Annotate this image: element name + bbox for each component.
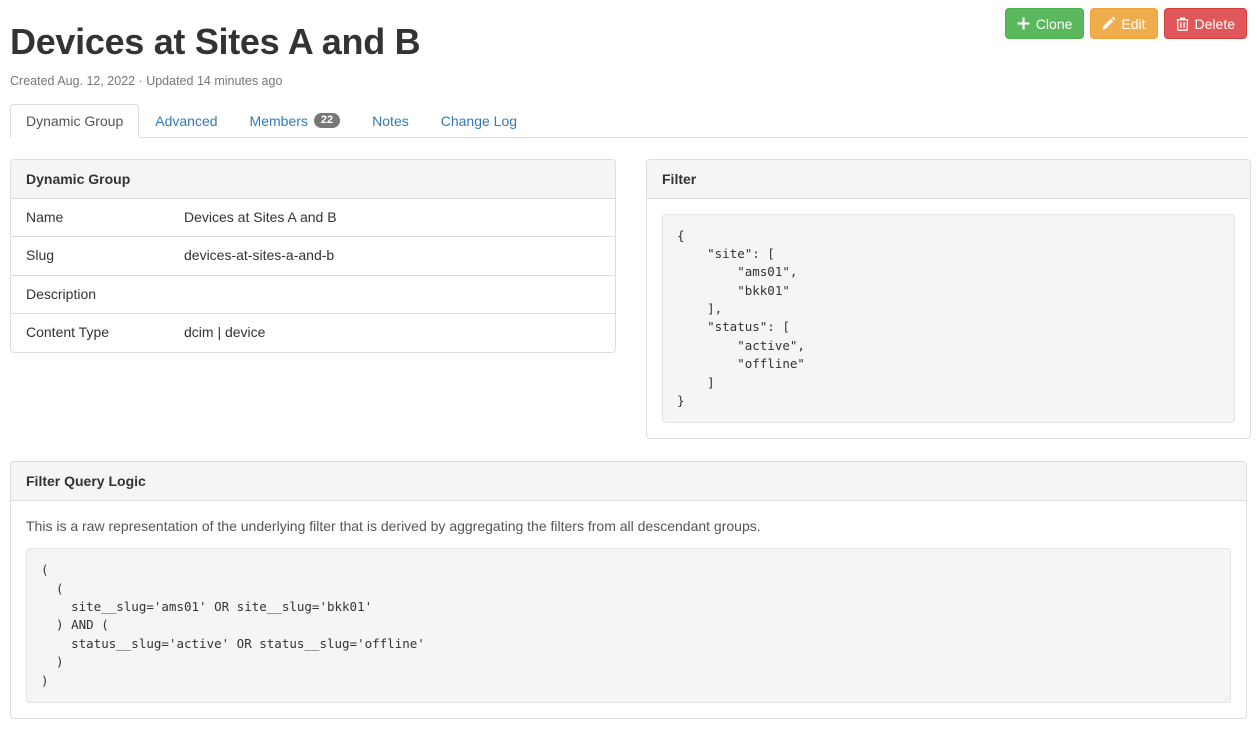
row-value-name: Devices at Sites A and B bbox=[184, 208, 337, 225]
action-button-group: Clone Edit Delete bbox=[1004, 8, 1247, 39]
row-label-description: Description bbox=[26, 285, 97, 302]
table-row: Content Type dcim | device bbox=[11, 314, 615, 352]
filter-query-logic-help-text: This is a raw representation of the unde… bbox=[26, 518, 761, 535]
filter-json-code-block: { "site": [ "ams01", "bkk01" ], "status"… bbox=[662, 213, 1235, 424]
filter-panel-heading: Filter bbox=[647, 159, 1250, 199]
table-row: Name Devices at Sites A and B bbox=[11, 199, 615, 237]
page-title: Devices at Sites A and B bbox=[10, 21, 421, 62]
table-row: Description bbox=[11, 275, 615, 314]
row-label-name: Name bbox=[26, 208, 64, 225]
right-column: Filter { "site": [ "ams01", "bkk01" ], "… bbox=[646, 158, 1251, 440]
tab-notes-label: Notes bbox=[372, 112, 409, 129]
filter-panel: Filter { "site": [ "ams01", "bkk01" ], "… bbox=[646, 158, 1251, 440]
tab-notes[interactable]: Notes bbox=[356, 104, 425, 138]
dynamic-group-detail-table: Name Devices at Sites A and B Slug devic… bbox=[11, 199, 615, 352]
pencil-icon bbox=[1102, 17, 1116, 30]
filter-panel-body: { "site": [ "ams01", "bkk01" ], "status"… bbox=[647, 199, 1250, 439]
row-label-slug: Slug bbox=[26, 247, 55, 264]
filter-query-logic-panel-heading: Filter Query Logic bbox=[11, 462, 1246, 502]
left-column: Dynamic Group Name Devices at Sites A an… bbox=[10, 158, 616, 440]
plus-icon bbox=[1017, 17, 1030, 30]
row-value-content-type: dcim | device bbox=[184, 324, 266, 341]
tab-members[interactable]: Members 22 bbox=[234, 104, 357, 138]
row-value-description bbox=[169, 275, 615, 314]
page-meta-timestamps: Created Aug. 12, 2022 · Updated 14 minut… bbox=[10, 73, 283, 88]
clone-button-label: Clone bbox=[1035, 15, 1073, 32]
tab-change-log[interactable]: Change Log bbox=[425, 104, 533, 138]
table-row: Slug devices-at-sites-a-and-b bbox=[11, 237, 615, 276]
content-columns: Dynamic Group Name Devices at Sites A an… bbox=[10, 158, 1251, 440]
trash-icon bbox=[1176, 17, 1189, 31]
tab-bar: Dynamic Group Advanced Members 22 Notes … bbox=[10, 103, 1247, 138]
tab-advanced[interactable]: Advanced bbox=[139, 104, 233, 138]
delete-button[interactable]: Delete bbox=[1163, 8, 1247, 39]
edit-button[interactable]: Edit bbox=[1090, 8, 1158, 39]
row-label-content-type: Content Type bbox=[26, 324, 110, 341]
delete-button-label: Delete bbox=[1194, 15, 1235, 32]
dynamic-group-panel-heading: Dynamic Group bbox=[11, 159, 615, 199]
filter-query-logic-code-block: ( ( site__slug='ams01' OR site__slug='bk… bbox=[26, 548, 1231, 703]
edit-button-label: Edit bbox=[1121, 15, 1146, 32]
row-value-slug: devices-at-sites-a-and-b bbox=[184, 247, 335, 264]
dynamic-group-panel: Dynamic Group Name Devices at Sites A an… bbox=[10, 158, 616, 353]
tab-advanced-label: Advanced bbox=[155, 112, 218, 129]
members-count-badge: 22 bbox=[313, 113, 341, 129]
tab-members-label: Members bbox=[249, 112, 308, 129]
tab-dynamic-group-label: Dynamic Group bbox=[26, 112, 124, 129]
tab-dynamic-group[interactable]: Dynamic Group bbox=[10, 103, 140, 138]
tab-change-log-label: Change Log bbox=[440, 112, 518, 129]
filter-query-logic-panel-body: This is a raw representation of the unde… bbox=[11, 501, 1246, 718]
clone-button[interactable]: Clone bbox=[1004, 8, 1085, 39]
filter-query-logic-panel: Filter Query Logic This is a raw represe… bbox=[10, 461, 1247, 719]
